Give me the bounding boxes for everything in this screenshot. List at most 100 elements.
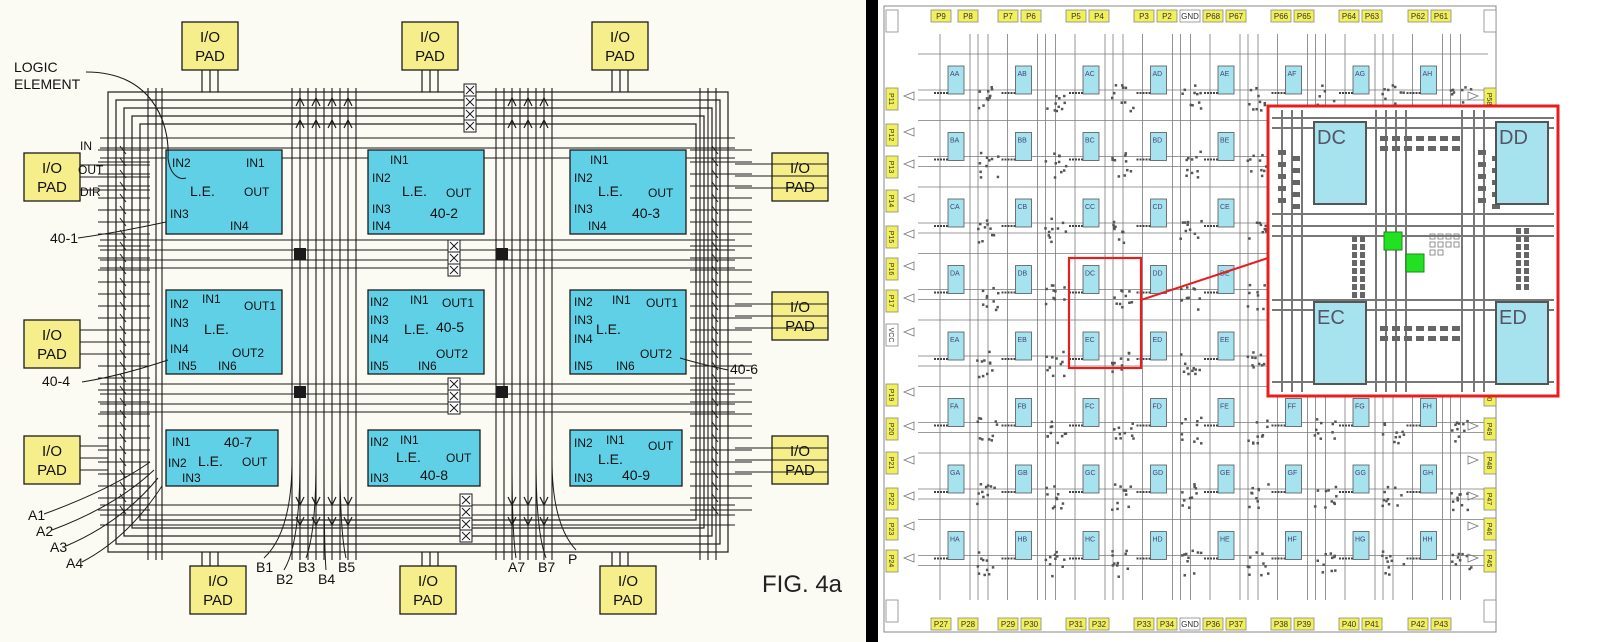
pip-dot [985,296,989,299]
pip-dot [1113,227,1116,231]
clb-box [1015,65,1032,95]
pip-dot [990,157,994,161]
pip-dot [1132,106,1135,110]
corner-pad [885,599,899,623]
pip-dot [1207,158,1209,161]
clb-DD: DD [1150,265,1167,294]
pip-dot [1069,557,1071,560]
clb-AD: AD [1150,65,1167,95]
io-pad-box [181,21,239,71]
clb-AF: AF [1285,65,1302,95]
pin-p40: P40 [1338,617,1360,631]
clb-GA: GA [947,464,965,494]
switch-tick [119,481,127,491]
pin-pad [885,87,899,111]
pip-dot [1061,565,1064,568]
pip-dot [1418,491,1421,493]
pip-dot [1054,162,1058,165]
pip-dot [1199,91,1202,95]
clb-box [1285,464,1302,494]
port-label: IN3 [372,202,391,216]
io-pad-label: PAD [37,346,67,363]
pip-dot [1385,499,1388,503]
pin-label: P47 [1485,493,1492,506]
pip-dot [1054,102,1057,105]
pin-p2: P2 [1156,9,1178,23]
pip-dot [987,573,991,576]
pip-dot [981,374,985,378]
pin-p41: P41 [1361,617,1383,631]
pip-dot [1252,442,1255,445]
pip-dot [1452,508,1455,512]
pin-label: VCC [887,328,894,343]
pip-dot [1248,237,1251,240]
pip-dot [1249,556,1252,559]
pip-dot [1397,441,1400,445]
pip-dot [1051,356,1054,359]
pip-dot [1111,370,1114,373]
wire-label-A3: A3 [50,539,67,555]
clb-FE: FE [1217,398,1235,427]
zoom-pip [1278,198,1286,203]
pin-pad [885,189,899,213]
clb-label: GE [1220,470,1230,477]
pip-dot [1124,294,1128,298]
clb-label: FG [1355,404,1365,411]
leader-line [81,359,169,383]
zoom-pip [1452,326,1460,331]
pin-p66: P66 [1270,9,1292,23]
pin-pad [957,9,979,23]
pin-label: P15 [887,231,894,244]
crosspoint-x [449,403,459,413]
clb-HD: HD [1150,531,1167,560]
io-pad-box [399,565,457,615]
pip-dot [1191,369,1194,373]
io-pad-box [591,21,649,71]
pin-label: P8 [963,12,973,21]
pip-dot [1256,294,1260,297]
pin-pad [957,617,979,631]
pin-label: P39 [1297,620,1312,629]
pip-dot [990,233,994,237]
switch-tick [711,313,719,323]
pip-dot [1252,108,1255,111]
pip-dot [1348,92,1350,94]
clb-GB: GB [1015,464,1032,494]
iob-buffer-icon [1467,491,1480,501]
pip-dot [1381,554,1384,558]
pin-p64: P64 [1338,9,1360,23]
zoom-pip [1292,180,1300,185]
switch-tick [119,181,127,191]
routing-frame [131,115,705,529]
clb-GC: GC [1082,464,1100,494]
pin-gnd: GND [1179,617,1201,631]
pip-dot [1323,89,1327,93]
clb-box [1217,398,1235,427]
element-id-label: 40-1 [50,230,78,246]
pip-dot [1197,101,1201,104]
logic-element-box [569,429,683,487]
pip-dot [1053,505,1056,508]
arrow-down-icon [539,516,549,527]
pip-dot [1117,575,1120,578]
zoom-pip [1292,192,1300,197]
pip-dot [1128,290,1131,293]
pip-dot [1204,158,1206,161]
pip-dot [1274,424,1277,427]
pip-dot [1466,419,1469,423]
pip-dot [1193,91,1196,95]
pin-pad [930,9,952,23]
pip-dot [1113,361,1116,365]
clb-label: AA [950,71,960,78]
zoom-pip [1360,292,1365,298]
pip-dot [1120,364,1124,367]
crosspoint-x [461,519,471,529]
pip-dot [1010,158,1013,161]
pip-dot [1260,435,1264,438]
pip-dot [1148,291,1151,294]
pin-pad [885,383,899,407]
pin-pad [1338,9,1360,23]
pip-dot [1072,557,1074,560]
